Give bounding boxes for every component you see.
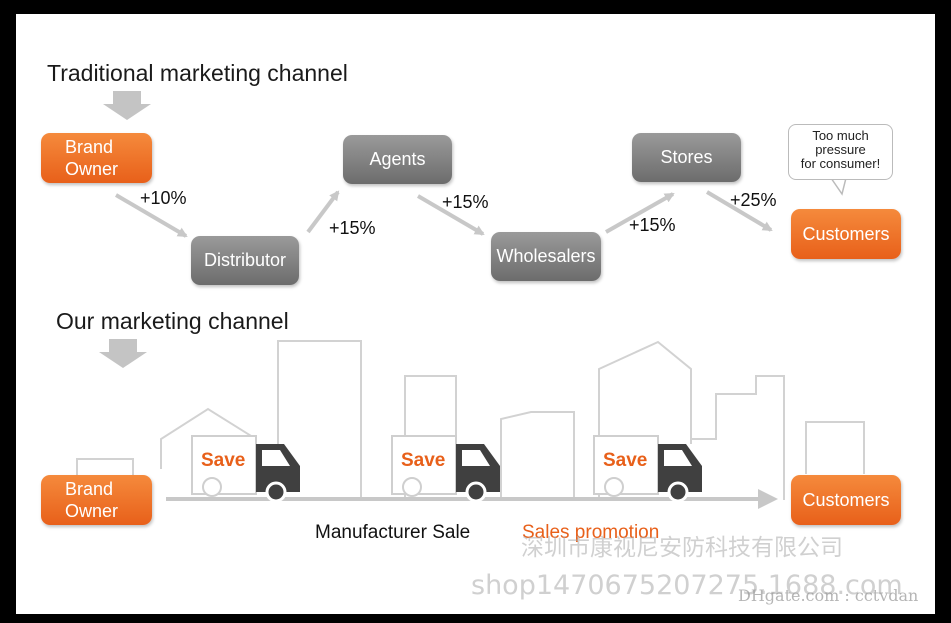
save-label-2: Save [401,450,445,472]
speech-bubble-tail [831,178,846,194]
traditional-channel-title: Traditional marketing channel [47,60,348,87]
markup-label-1: +10% [140,188,187,209]
our-channel-title: Our marketing channel [56,308,289,335]
customers-node-ours: Customers [791,475,901,525]
agents-node: Agents [343,135,452,184]
brand-owner-node: Brand Owner [41,133,152,183]
pressure-speech-bubble: Too much pressure for consumer! [788,124,893,180]
diagram-canvas: Traditional marketing channel Brand Owne… [16,14,935,614]
save-label-1: Save [201,450,245,472]
direct-channel-arrowhead [758,489,778,509]
markup-label-3: +15% [442,192,489,213]
markup-label-5: +25% [730,190,777,211]
wholesalers-node: Wholesalers [491,232,601,281]
markup-label-2: +15% [329,218,376,239]
markup-label-4: +15% [629,215,676,236]
down-arrow-ours [99,339,147,368]
manufacturer-sale-label: Manufacturer Sale [315,522,470,544]
down-arrow-traditional [103,91,151,120]
stores-node: Stores [632,133,741,182]
save-label-3: Save [603,450,647,472]
dhgate-watermark: DHgate.com : cctvdan [738,586,918,605]
distributor-node: Distributor [191,236,299,285]
company-watermark: 深圳市康视尼安防科技有限公司 [521,528,843,562]
customers-node-traditional: Customers [791,209,901,259]
brand-owner-node-ours: Brand Owner [41,475,152,525]
